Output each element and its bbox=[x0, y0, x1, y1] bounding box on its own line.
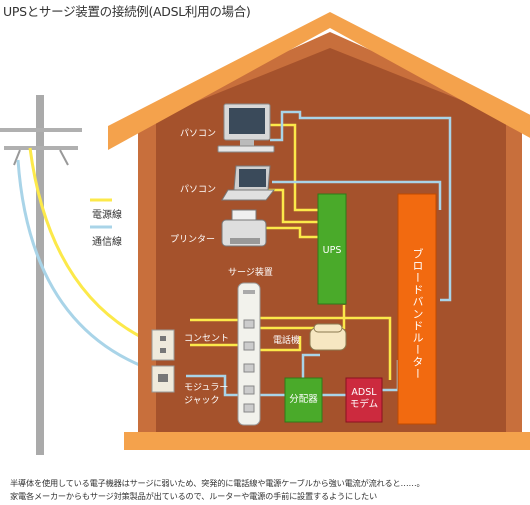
wall-outlet-icon bbox=[151, 329, 175, 361]
printer-icon bbox=[221, 209, 267, 247]
splitter-box bbox=[284, 377, 323, 423]
adsl-label-1: ADSL bbox=[351, 387, 377, 398]
outlet-label: コンセント bbox=[184, 334, 230, 344]
telephone-icon bbox=[309, 323, 347, 351]
surge-device-icon bbox=[237, 282, 261, 426]
modular-label-2: ジャック bbox=[184, 396, 220, 406]
modular-jack-icon bbox=[151, 365, 175, 393]
adsl-label-2: モデム bbox=[349, 399, 379, 410]
printer-label: プリンター bbox=[170, 235, 216, 245]
footer-line-1: 半導体を使用している電子機器はサージに弱いため、突発的に電話線や電源ケーブルから… bbox=[10, 478, 425, 488]
utility-pole bbox=[0, 95, 82, 455]
ups-box bbox=[317, 193, 347, 305]
desktop-pc-icon bbox=[217, 103, 275, 153]
legend-comm-label: 通信線 bbox=[92, 237, 122, 248]
legend-power-label: 電源線 bbox=[92, 210, 122, 221]
ups-label: UPS bbox=[322, 245, 342, 256]
pc1-label: パソコン bbox=[180, 129, 217, 139]
splitter-label: 分配器 bbox=[289, 394, 318, 405]
surge-label: サージ装置 bbox=[228, 268, 273, 278]
router-box bbox=[397, 193, 437, 425]
laptop-pc-icon bbox=[221, 165, 276, 201]
router-label: ブロードバンドルーター bbox=[411, 248, 424, 380]
adsl-modem-box bbox=[345, 377, 383, 423]
pc2-label: パソコン bbox=[180, 185, 217, 195]
page-title: UPSとサージ装置の接続例(ADSL利用の場合) bbox=[3, 4, 251, 19]
phone-label: 電話機 bbox=[273, 336, 301, 346]
footer-line-2: 家電各メーカーからもサージ対策製品が出ているので、ルーターや電源の手前に設置する… bbox=[10, 491, 377, 501]
modular-label-1: モジュラー bbox=[184, 383, 229, 393]
